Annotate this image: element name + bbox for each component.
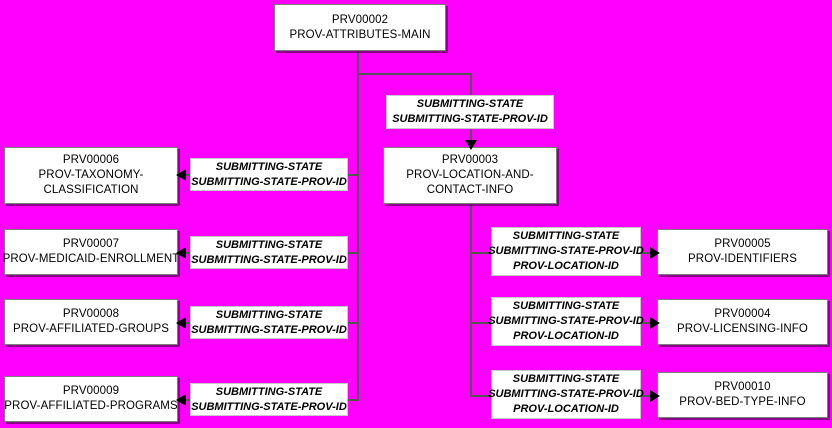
key-submitting-state-prov-id: SUBMITTING-STATE-PROV-ID: [488, 388, 644, 400]
entity-prv00004-prov-licensing-info[interactable]: PRV00004 PROV-LICENSING-INFO: [657, 299, 828, 345]
key-submitting-state: SUBMITTING-STATE: [512, 300, 620, 312]
relationship-label-main-to-groups[interactable]: SUBMITTING-STATE SUBMITTING-STATE-PROV-I…: [190, 306, 348, 339]
key-submitting-state: SUBMITTING-STATE: [512, 373, 620, 385]
arrowhead-identifiers: [650, 247, 660, 259]
key-submitting-state-prov-id: SUBMITTING-STATE-PROV-ID: [191, 253, 347, 266]
relationship-label-location-to-licensing[interactable]: SUBMITTING-STATE SUBMITTING-STATE-PROV-I…: [488, 297, 644, 346]
entity-id: PRV00003: [441, 154, 499, 166]
relationship-label-main-to-medicaid[interactable]: SUBMITTING-STATE SUBMITTING-STATE-PROV-I…: [190, 236, 348, 269]
arrowhead-licensing: [650, 317, 660, 329]
relationship-label-location-to-identifiers[interactable]: SUBMITTING-STATE SUBMITTING-STATE-PROV-I…: [488, 227, 644, 276]
entity-id: PRV00004: [714, 308, 771, 320]
arrowhead-location-in: [465, 140, 477, 150]
entity-prv00005-prov-identifiers[interactable]: PRV00005 PROV-IDENTIFIERS: [657, 229, 828, 275]
key-submitting-state-prov-id: SUBMITTING-STATE-PROV-ID: [191, 400, 347, 413]
key-prov-location-id: PROV-LOCATION-ID: [513, 330, 619, 342]
entity-id: PRV00010: [714, 381, 771, 393]
entity-name: PROV-MEDICAID-ENROLLMENT: [2, 253, 180, 265]
entity-name: PROV-AFFILIATED-GROUPS: [13, 323, 169, 335]
key-submitting-state: SUBMITTING-STATE: [215, 308, 323, 321]
key-submitting-state: SUBMITTING-STATE: [215, 385, 323, 398]
key-submitting-state-prov-id: SUBMITTING-STATE-PROV-ID: [191, 323, 347, 336]
key-prov-location-id: PROV-LOCATION-ID: [513, 403, 619, 415]
connector-branch-bedtype-in: [470, 395, 492, 397]
connector-branch-identifiers-in: [470, 252, 492, 254]
entity-name: PROV-BED-TYPE-INFO: [679, 396, 806, 408]
entity-prv00003-prov-location-and-contact-info[interactable]: PRV00003 PROV-LOCATION-AND- CONTACT-INFO: [383, 147, 557, 204]
arrowhead-programs: [176, 394, 186, 406]
entity-id: PRV00002: [331, 13, 389, 26]
entity-id: PRV00007: [62, 238, 120, 250]
key-submitting-state: SUBMITTING-STATE: [215, 160, 323, 173]
entity-name-line1: PROV-TAXONOMY-: [38, 169, 144, 181]
relationship-label-location-to-bedtype[interactable]: SUBMITTING-STATE SUBMITTING-STATE-PROV-I…: [488, 370, 644, 419]
entity-id: PRV00006: [62, 154, 120, 166]
connector-right-trunk: [470, 205, 472, 395]
key-submitting-state-prov-id: SUBMITTING-STATE-PROV-ID: [191, 175, 347, 188]
arrowhead-bedtype: [650, 390, 660, 402]
key-submitting-state: SUBMITTING-STATE: [512, 230, 620, 242]
key-submitting-state-prov-id: SUBMITTING-STATE-PROV-ID: [488, 315, 644, 327]
entity-name-line2: CONTACT-INFO: [426, 184, 514, 196]
relationship-label-main-to-programs[interactable]: SUBMITTING-STATE SUBMITTING-STATE-PROV-I…: [190, 383, 348, 416]
entity-id: PRV00008: [62, 308, 120, 320]
entity-prv00007-prov-medicaid-enrollment[interactable]: PRV00007 PROV-MEDICAID-ENROLLMENT: [2, 229, 180, 275]
entity-id: PRV00005: [714, 238, 771, 250]
entity-name-line1: PROV-LOCATION-AND-: [406, 169, 534, 181]
arrowhead-groups: [176, 317, 186, 329]
entity-prv00006-prov-taxonomy-classification[interactable]: PRV00006 PROV-TAXONOMY- CLASSIFICATION: [4, 147, 178, 204]
connector-main-down: [357, 51, 359, 75]
entity-name: PROV-LICENSING-INFO: [677, 323, 808, 335]
arrowhead-medicaid: [176, 247, 186, 259]
entity-name: PROV-ATTRIBUTES-MAIN: [289, 28, 431, 41]
relationship-label-main-to-location[interactable]: SUBMITTING-STATE SUBMITTING-STATE-PROV-I…: [386, 95, 554, 129]
key-submitting-state-prov-id: SUBMITTING-STATE-PROV-ID: [488, 245, 644, 257]
entity-prv00002-prov-attributes-main[interactable]: PRV00002 PROV-ATTRIBUTES-MAIN: [274, 4, 446, 51]
key-prov-location-id: PROV-LOCATION-ID: [513, 260, 619, 272]
entity-name: PROV-AFFILIATED-PROGRAMS: [4, 400, 178, 412]
connector-left-trunk: [357, 73, 359, 400]
key-submitting-state: SUBMITTING-STATE: [416, 98, 524, 110]
entity-name: PROV-IDENTIFIERS: [688, 253, 797, 265]
key-submitting-state-prov-id: SUBMITTING-STATE-PROV-ID: [392, 113, 548, 125]
entity-prv00010-prov-bed-type-info[interactable]: PRV00010 PROV-BED-TYPE-INFO: [657, 372, 828, 418]
key-submitting-state: SUBMITTING-STATE: [215, 238, 323, 251]
entity-prv00008-prov-affiliated-groups[interactable]: PRV00008 PROV-AFFILIATED-GROUPS: [4, 299, 178, 345]
connector-main-to-location-h: [357, 73, 472, 75]
relationship-label-main-to-taxonomy[interactable]: SUBMITTING-STATE SUBMITTING-STATE-PROV-I…: [190, 158, 348, 191]
entity-name-line2: CLASSIFICATION: [43, 184, 139, 196]
entity-id: PRV00009: [62, 385, 120, 397]
connector-branch-licensing-in: [470, 322, 492, 324]
arrowhead-taxonomy: [176, 169, 186, 181]
entity-prv00009-prov-affiliated-programs[interactable]: PRV00009 PROV-AFFILIATED-PROGRAMS: [4, 376, 178, 422]
